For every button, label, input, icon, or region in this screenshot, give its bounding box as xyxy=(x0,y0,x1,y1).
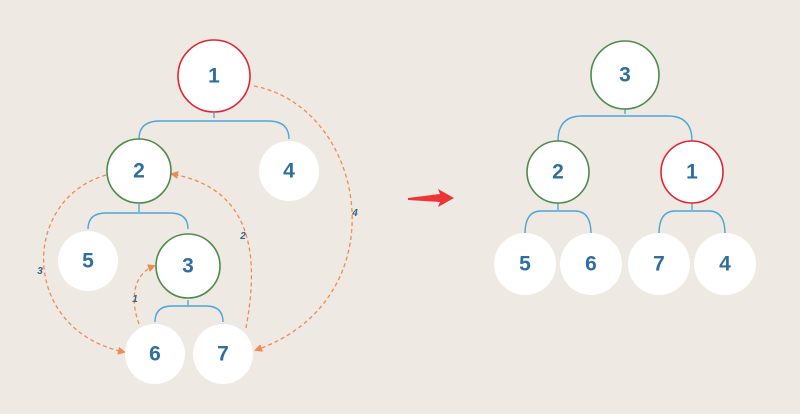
left-tree-edges xyxy=(87,113,290,323)
left-tree-moves xyxy=(42,85,353,355)
edge-2-children xyxy=(87,204,189,230)
left-tree-node-1: 1 xyxy=(177,39,251,113)
move-step-label-1: 1 xyxy=(132,294,138,305)
left-tree-node-7: 7 xyxy=(193,324,253,384)
node-label: 4 xyxy=(719,253,731,276)
node-label: 2 xyxy=(133,160,145,183)
right-tree-edges xyxy=(524,109,726,235)
edge-2-children xyxy=(524,203,592,235)
node-label: 7 xyxy=(217,343,229,366)
right-tree-node-1: 1 xyxy=(660,140,724,204)
node-label: 1 xyxy=(208,65,220,88)
node-label: 4 xyxy=(283,160,295,183)
right-tree-node-4: 4 xyxy=(694,233,756,295)
edge-1-children xyxy=(138,113,290,140)
edge-3-children xyxy=(154,300,224,323)
right-tree-node-7: 7 xyxy=(628,233,690,295)
right-tree-node-2: 2 xyxy=(526,140,590,204)
node-label: 5 xyxy=(82,250,94,273)
right-tree-node-5: 5 xyxy=(494,233,556,295)
transform-arrow xyxy=(408,189,454,207)
left-tree-node-4: 4 xyxy=(259,141,319,201)
move-arrow-2 xyxy=(170,171,253,329)
left-tree-node-2: 2 xyxy=(106,138,172,204)
move-step-label-2: 2 xyxy=(239,231,246,242)
node-label: 3 xyxy=(182,255,194,278)
move-arrow-1 xyxy=(133,264,156,325)
node-label: 1 xyxy=(686,161,698,184)
node-label: 6 xyxy=(149,343,161,366)
right-tree-node-3: 3 xyxy=(590,40,660,110)
node-label: 5 xyxy=(519,253,531,276)
node-label: 2 xyxy=(552,161,564,184)
left-tree-node-6: 6 xyxy=(125,324,185,384)
left-tree-node-3: 3 xyxy=(155,233,221,299)
right-tree-node-6: 6 xyxy=(560,233,622,295)
move-step-label-3: 3 xyxy=(37,266,43,277)
edge-1-children xyxy=(658,203,726,235)
edge-3-children xyxy=(557,109,693,142)
move-arrow-4 xyxy=(253,85,353,352)
node-label: 3 xyxy=(619,64,631,87)
left-tree-node-5: 5 xyxy=(58,231,118,291)
node-label: 6 xyxy=(585,253,597,276)
move-step-label-4: 4 xyxy=(351,208,358,219)
node-label: 7 xyxy=(653,253,665,276)
